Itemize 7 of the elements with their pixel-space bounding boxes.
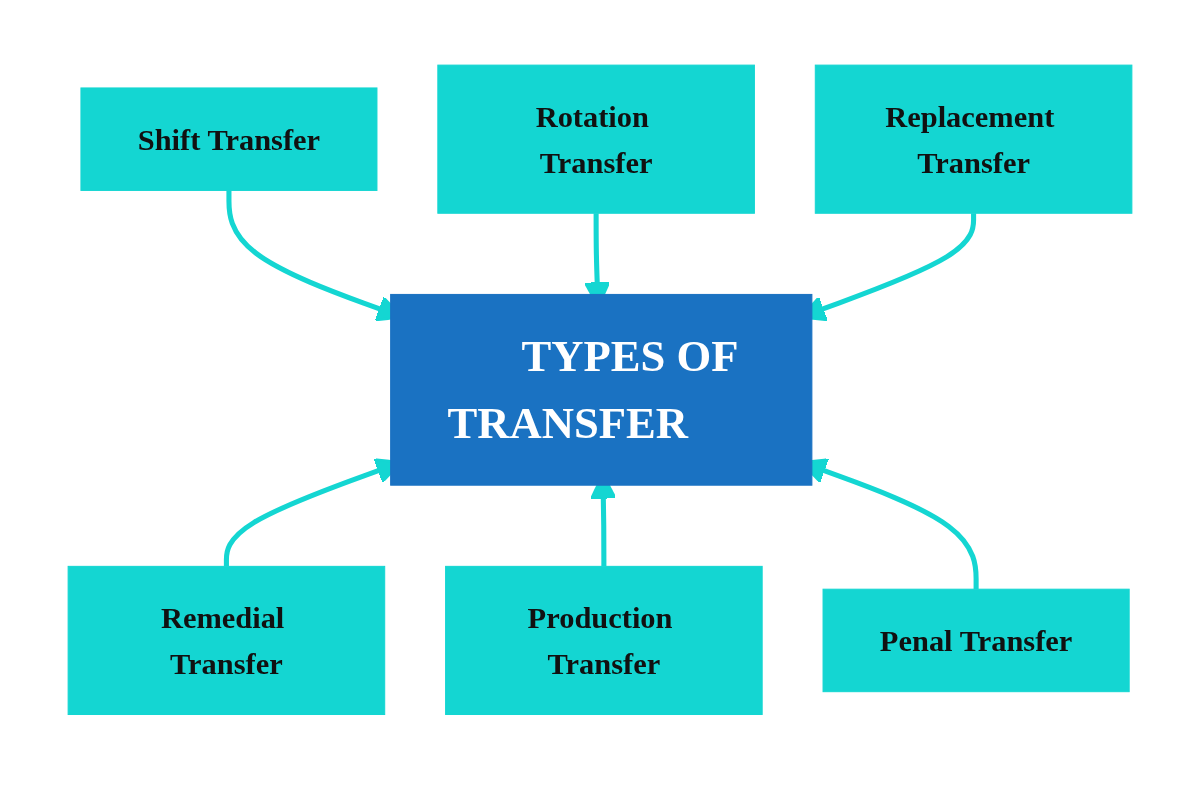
node-box: Penal Transfer [822, 588, 1130, 693]
node-box: TYPES OF TRANSFER [390, 294, 813, 486]
node-box: Production Transfer [445, 566, 763, 716]
node-box: Rotation Transfer [437, 64, 755, 214]
node-box: Remedial Transfer [67, 566, 386, 716]
node-box: Shift Transfer [80, 87, 378, 192]
node-box: Replacement Transfer [814, 64, 1133, 214]
